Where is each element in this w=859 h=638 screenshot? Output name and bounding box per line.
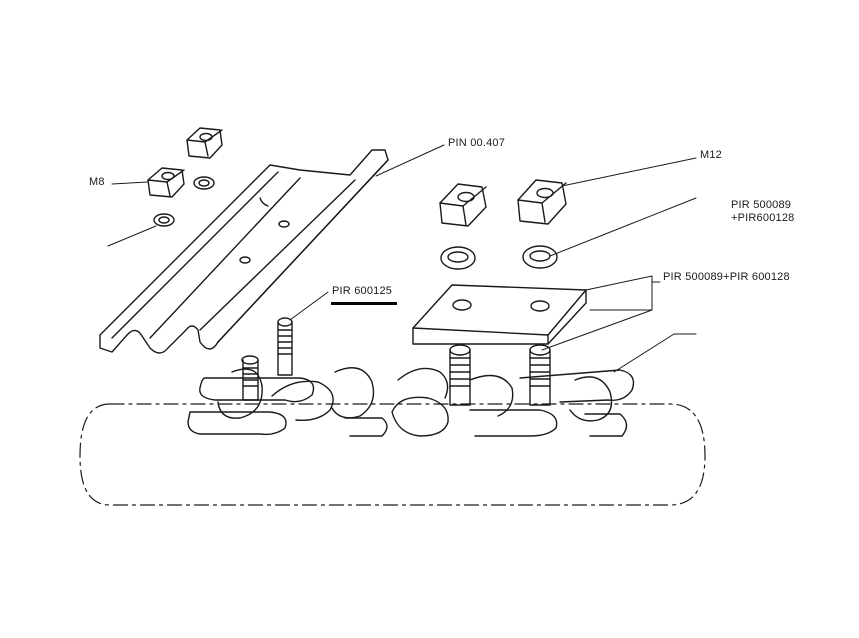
bolt-left-rear — [277, 317, 293, 376]
m8-washer-lower — [153, 213, 175, 227]
rail-profile — [99, 149, 389, 354]
m12-washer-right — [522, 245, 558, 269]
label-pir-500089-line1: PIR 500089 — [731, 199, 792, 211]
belt-outline — [79, 403, 706, 506]
leader-m12 — [561, 157, 697, 187]
m12-washer-left — [440, 246, 476, 270]
leader-bracket-bottom — [541, 309, 653, 351]
leader-m8 — [111, 181, 149, 185]
label-m8: M8 — [89, 176, 105, 188]
label-pin-00407: PIN 00.407 — [448, 137, 506, 149]
m12-nut-left — [439, 183, 487, 227]
label-pir-500089-combined: PIR 500089+PIR 600128 — [663, 271, 790, 283]
leader-m8-washer — [107, 225, 157, 247]
label-pir-600125: PIR 600125 — [332, 285, 393, 297]
label-pir-500089-line2: +PIR600128 — [731, 212, 795, 224]
label-m12: M12 — [700, 149, 722, 161]
leader-bracket-top — [585, 275, 653, 291]
label-pir-500089-stacked: PIR 500089 +PIR600128 — [731, 199, 851, 225]
bolt-center — [449, 344, 471, 406]
m12-nut-right — [517, 179, 567, 225]
bolt-right — [529, 344, 551, 406]
leader-lines — [107, 144, 697, 373]
chain — [187, 367, 635, 437]
m8-nut-lower — [147, 167, 185, 198]
leader-pir-500089-combined-bracket — [589, 275, 653, 311]
leader-chain-diag — [613, 333, 675, 373]
m8-washer-upper — [193, 176, 215, 190]
leader-pir-600125 — [289, 291, 329, 321]
label-pir-600125-underline — [331, 302, 397, 305]
leader-pir-500089 — [549, 197, 697, 257]
clamp-plate — [412, 284, 587, 345]
m8-nut-upper — [186, 127, 223, 159]
leader-pin — [375, 144, 445, 177]
